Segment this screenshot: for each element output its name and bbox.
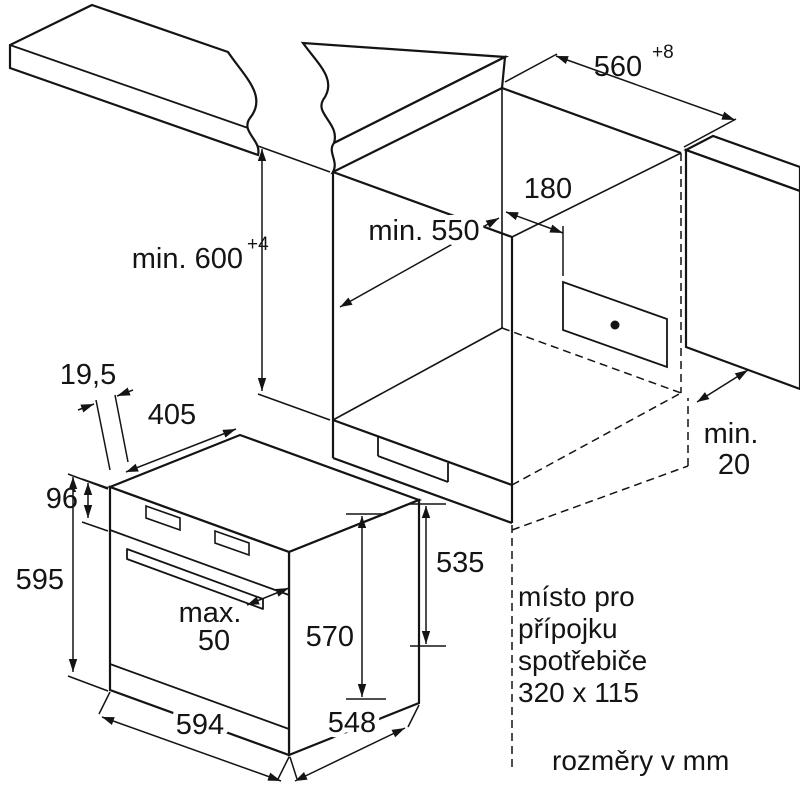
- door-max-label-2: 50: [198, 625, 230, 657]
- control-panel-divider: [109, 529, 290, 596]
- connection-note-line4: 320 x 115: [518, 677, 639, 708]
- worktop-left-piece: [8, 3, 260, 157]
- dim-inner-depth: 570: [301, 513, 386, 700]
- dim-body-depth: 535: [410, 503, 489, 647]
- dim-niche-depth: min. 550: [339, 210, 500, 308]
- niche-height-tolerance: +4: [247, 234, 269, 255]
- oven-width-label: 594: [176, 709, 224, 741]
- connection-note: místo pro přípojku spotřebiče 320 x 115: [513, 576, 652, 713]
- niche-height-label: min. 600: [132, 243, 243, 275]
- connection-note-line3: spotřebiče: [518, 645, 647, 676]
- dim-niche-height: min. 600 +4: [132, 145, 331, 421]
- dim-panel-height: 96: [46, 478, 109, 532]
- control-bar: [214, 529, 250, 557]
- display-bar: [145, 504, 181, 532]
- side-panel-top-surface: [683, 134, 800, 193]
- front-frame-label: 19,5: [60, 359, 116, 391]
- oven-height-label: 595: [16, 564, 64, 596]
- connection-note-line1: místo pro: [518, 581, 635, 612]
- worktop-left-front-edge: [9, 44, 249, 129]
- niche-back-top-edge: [501, 86, 682, 155]
- niche-width-tolerance: +8: [652, 42, 674, 63]
- niche-floor-left-edge: [332, 327, 503, 421]
- dim-rear-gap: min. 20: [696, 369, 759, 481]
- units-note: rozměry v mm: [552, 745, 729, 776]
- connection-point-dot: [610, 320, 620, 330]
- niche-opening: [331, 170, 514, 487]
- dim-front-frame: 19,5: [60, 359, 134, 471]
- connection-area-hatch: [562, 280, 668, 369]
- rear-gap-label-2: 20: [718, 449, 750, 481]
- hidden-edges: [501, 153, 689, 531]
- inner-depth-label: 570: [306, 621, 354, 653]
- side-panel-hatch: [684, 148, 800, 391]
- dim-connection-offset: 180: [505, 168, 577, 276]
- top-depth-label: 405: [148, 399, 196, 431]
- door-handle: [126, 548, 264, 610]
- dim-oven-width: 594: [98, 691, 290, 782]
- dim-oven-height: 595: [16, 473, 109, 692]
- dim-door-max: max. 50: [179, 587, 290, 657]
- dim-niche-width: 560 +8: [504, 42, 737, 148]
- dim-top-depth: 405: [125, 394, 237, 473]
- dim-bottom-depth: 548: [289, 702, 420, 782]
- niche-depth-label: min. 550: [368, 215, 479, 247]
- niche-drawing: [8, 3, 800, 772]
- cabinet-base: [331, 420, 514, 525]
- connection-offset-label: 180: [524, 173, 572, 205]
- bottom-depth-label: 548: [328, 707, 376, 739]
- worktop-cut-face: [330, 55, 507, 175]
- connection-note-line2: přípojku: [518, 613, 618, 644]
- rear-gap-label-1: min.: [704, 418, 759, 450]
- base-vent-notch: [377, 437, 449, 483]
- oven-drawing: [106, 433, 423, 757]
- body-depth-label: 535: [436, 547, 484, 579]
- niche-width-label: 560: [594, 51, 642, 83]
- door-max-label-1: max.: [179, 597, 242, 629]
- worktop-right-piece: [300, 41, 510, 146]
